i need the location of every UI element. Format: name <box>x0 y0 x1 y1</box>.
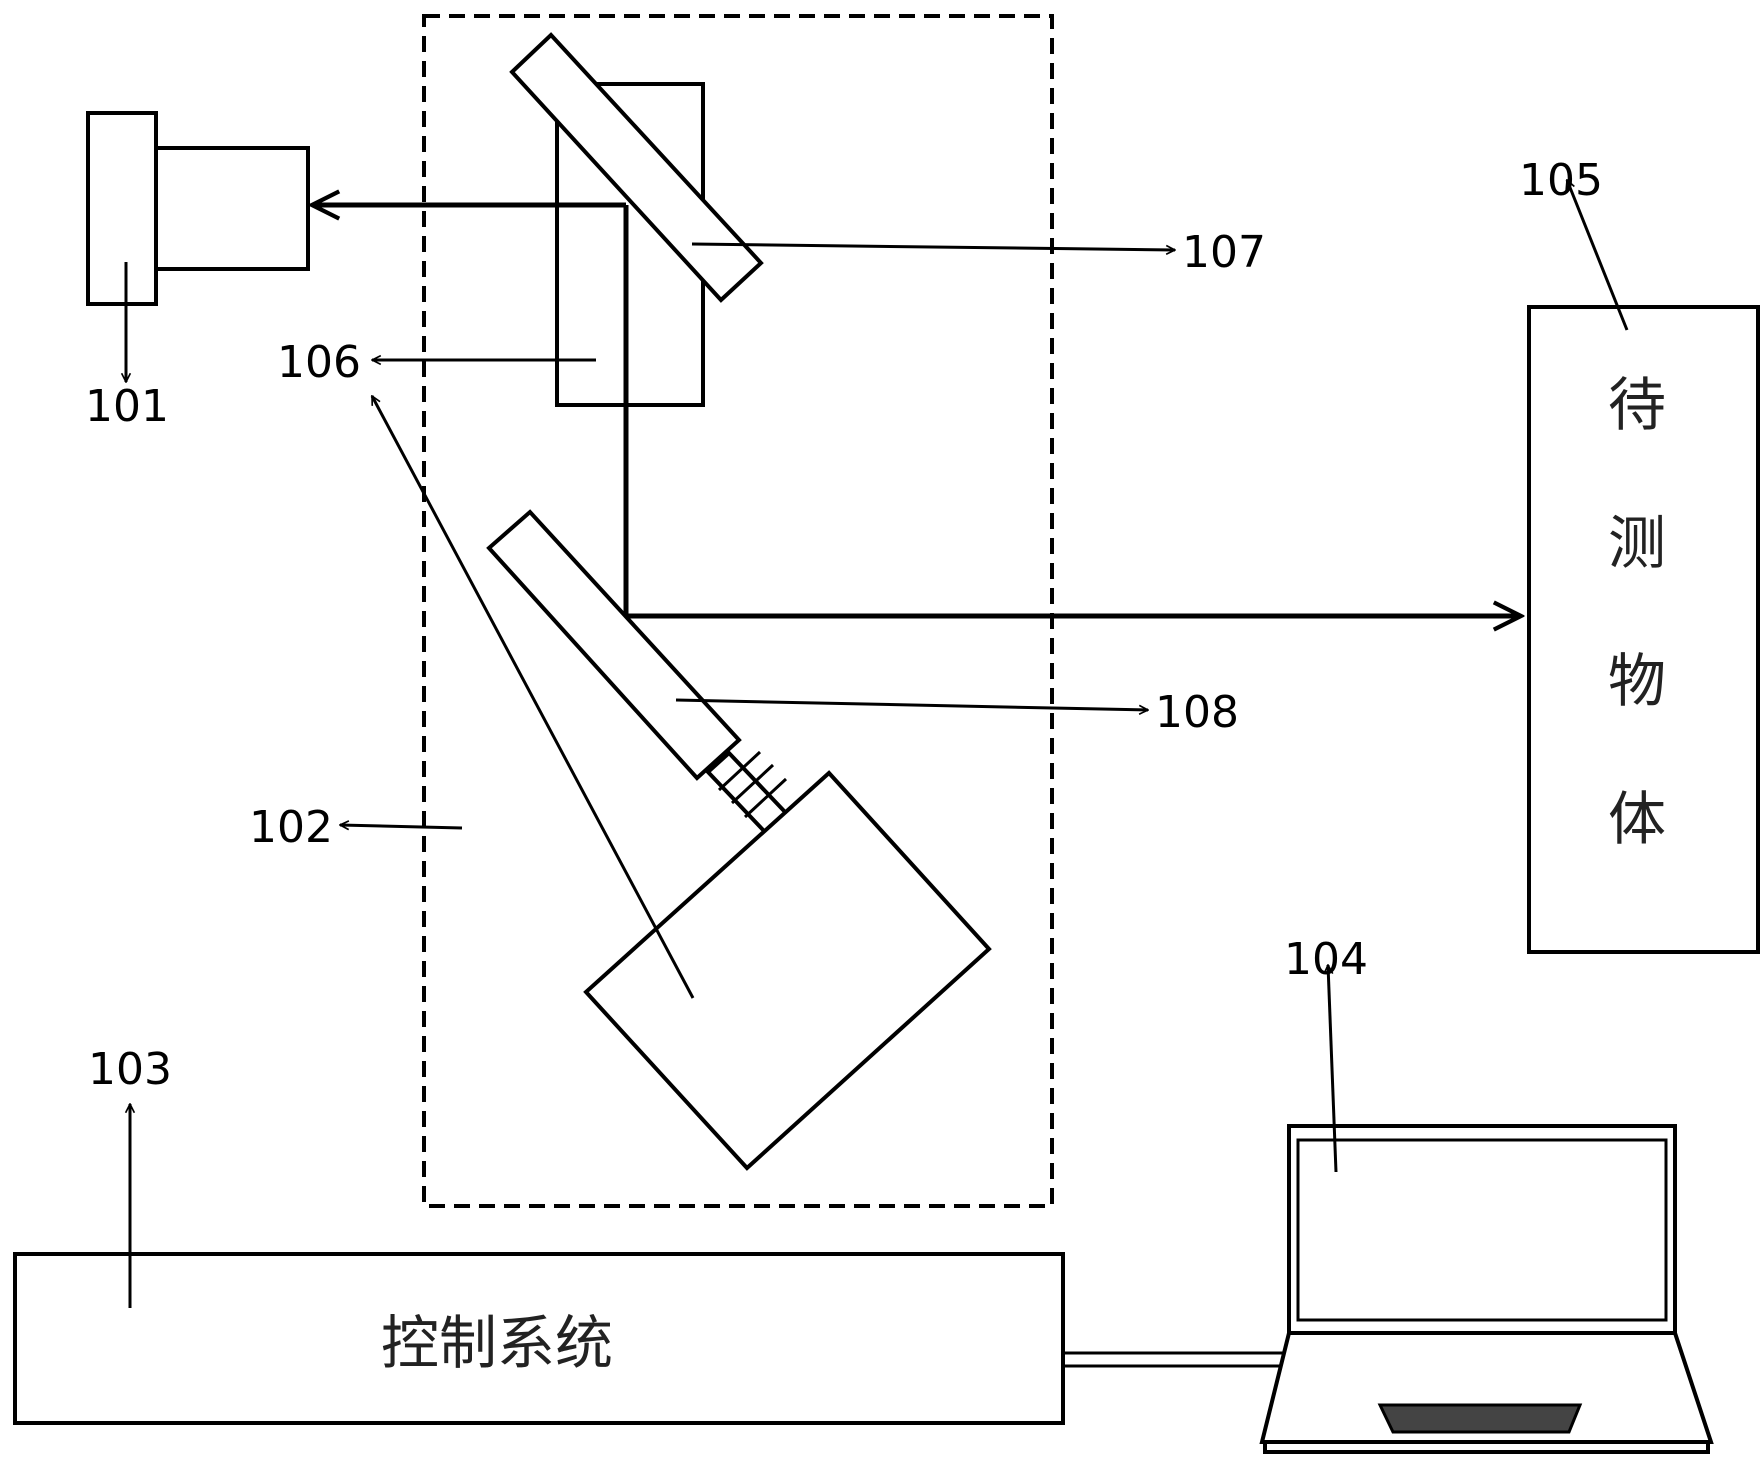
label-107: 107 <box>1182 227 1266 278</box>
label-108: 108 <box>1155 687 1239 738</box>
leader-107 <box>692 244 1175 250</box>
object-char-2: 测 <box>1608 509 1666 577</box>
camera <box>88 113 308 304</box>
label-102: 102 <box>249 802 333 853</box>
label-103: 103 <box>88 1044 172 1095</box>
label-101: 101 <box>85 381 169 432</box>
trackpad <box>1380 1405 1580 1432</box>
laptop <box>1262 1126 1711 1452</box>
leader-102 <box>340 825 462 828</box>
control-system-label: 控制系统 <box>381 1309 613 1377</box>
label-106: 106 <box>277 337 361 388</box>
object-char-3: 物 <box>1608 647 1666 715</box>
lens-tube <box>489 512 739 778</box>
leader-108 <box>676 700 1148 710</box>
optical-path-to-object <box>626 205 1521 616</box>
object-char-4: 体 <box>1608 785 1666 853</box>
object-char-1: 待 <box>1608 371 1666 439</box>
light-source-box <box>586 773 989 1168</box>
label-104: 104 <box>1284 934 1368 985</box>
label-105: 105 <box>1519 155 1603 206</box>
